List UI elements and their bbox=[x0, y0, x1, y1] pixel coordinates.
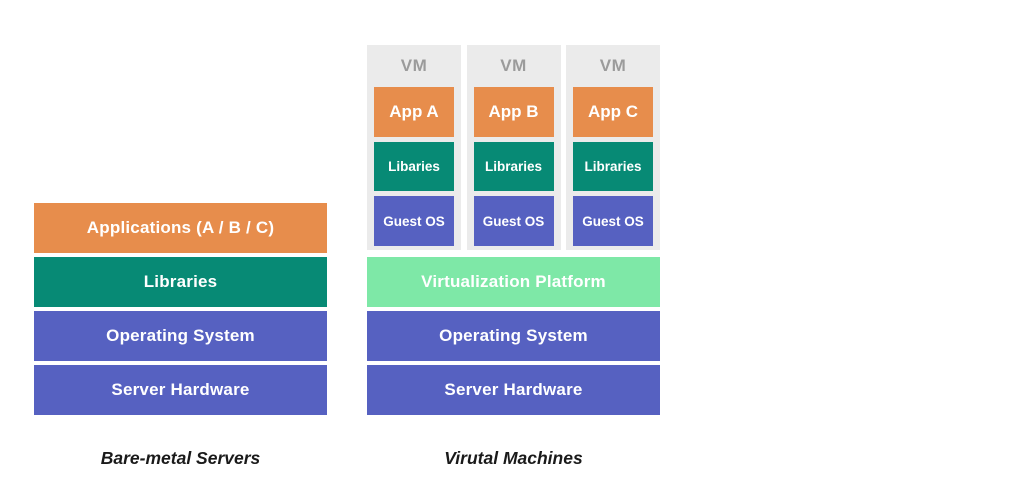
vm2-layer-app-b: App B bbox=[473, 87, 554, 137]
vm-layer-server-hardware: Server Hardware bbox=[367, 365, 660, 415]
bare-metal-layer-operating-system: Operating System bbox=[34, 311, 327, 361]
bare-metal-caption: Bare-metal Servers bbox=[100, 448, 261, 468]
vm2-layer-libraries: Libraries bbox=[473, 142, 554, 191]
bare-metal-layer-applications: Applications (A / B / C) bbox=[34, 203, 327, 253]
vm2-layer-guest-os: Guest OS bbox=[473, 196, 554, 246]
vm1-layer-app-a: App A bbox=[374, 87, 454, 137]
vm-panel-2: VM App B Libraries Guest OS bbox=[466, 45, 561, 250]
vm1-layer-libraries: Libaries bbox=[374, 142, 454, 191]
vm-panels-row: VM App A Libaries Guest OS VM App B Libr… bbox=[367, 45, 660, 250]
bare-metal-layer-libraries: Libraries bbox=[34, 257, 327, 307]
vm-panel-2-title: VM bbox=[500, 56, 527, 75]
vm3-layer-libraries: Libraries bbox=[573, 142, 653, 191]
vm-panel-1-title: VM bbox=[400, 56, 428, 75]
vm-layer-operating-system: Operating System bbox=[367, 311, 660, 361]
vm-layer-virtualization-platform: Virtualization Platform bbox=[367, 257, 660, 307]
virtual-machines-caption: Virutal Machines bbox=[444, 448, 583, 468]
bare-metal-layer-server-hardware: Server Hardware bbox=[34, 365, 327, 415]
vm-panel-1: VM App A Libaries Guest OS bbox=[367, 45, 461, 250]
vm1-layer-guest-os: Guest OS bbox=[374, 196, 454, 246]
vm3-layer-app-c: App C bbox=[573, 87, 653, 137]
vm3-layer-guest-os: Guest OS bbox=[573, 196, 653, 246]
vm-panel-3-title: VM bbox=[599, 56, 627, 75]
vm-panel-3: VM App C Libraries Guest OS bbox=[566, 45, 660, 250]
